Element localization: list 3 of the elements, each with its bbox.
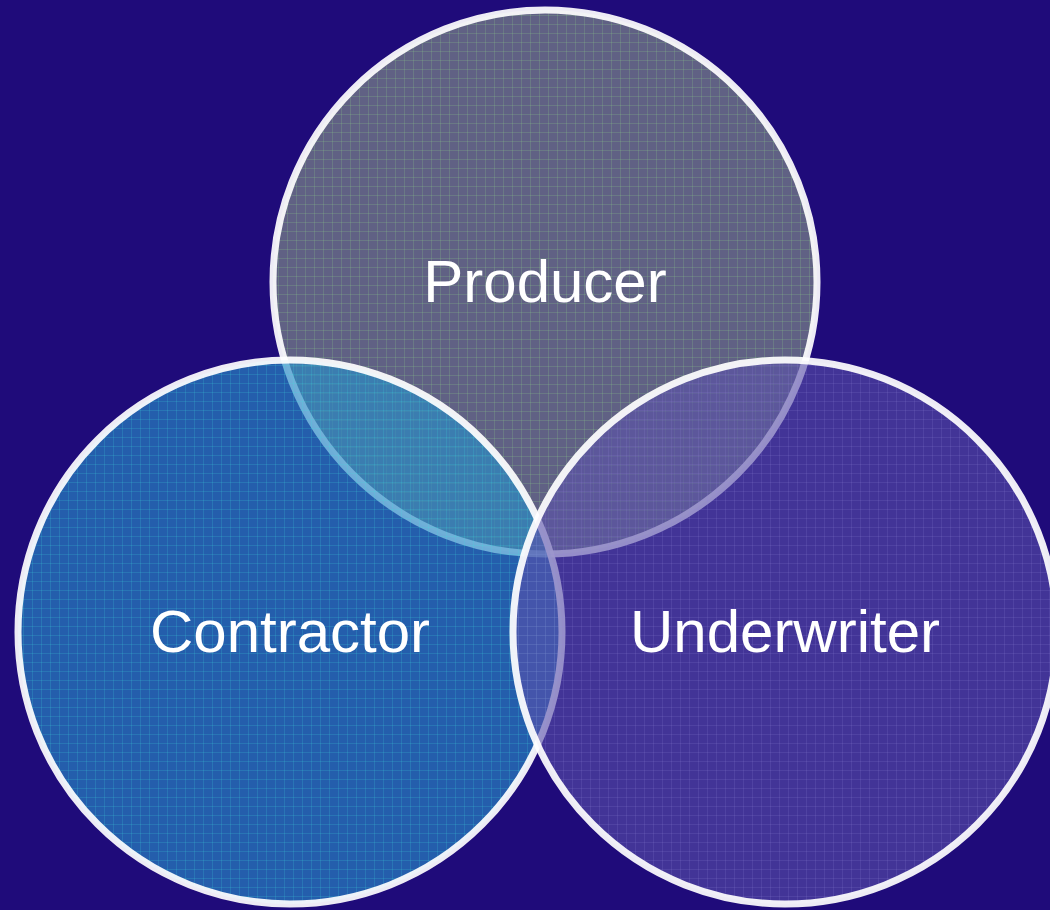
circle-label: Producer — [423, 252, 667, 312]
circle-label: Underwriter — [629, 602, 941, 662]
circle-label: Contractor — [149, 602, 431, 662]
